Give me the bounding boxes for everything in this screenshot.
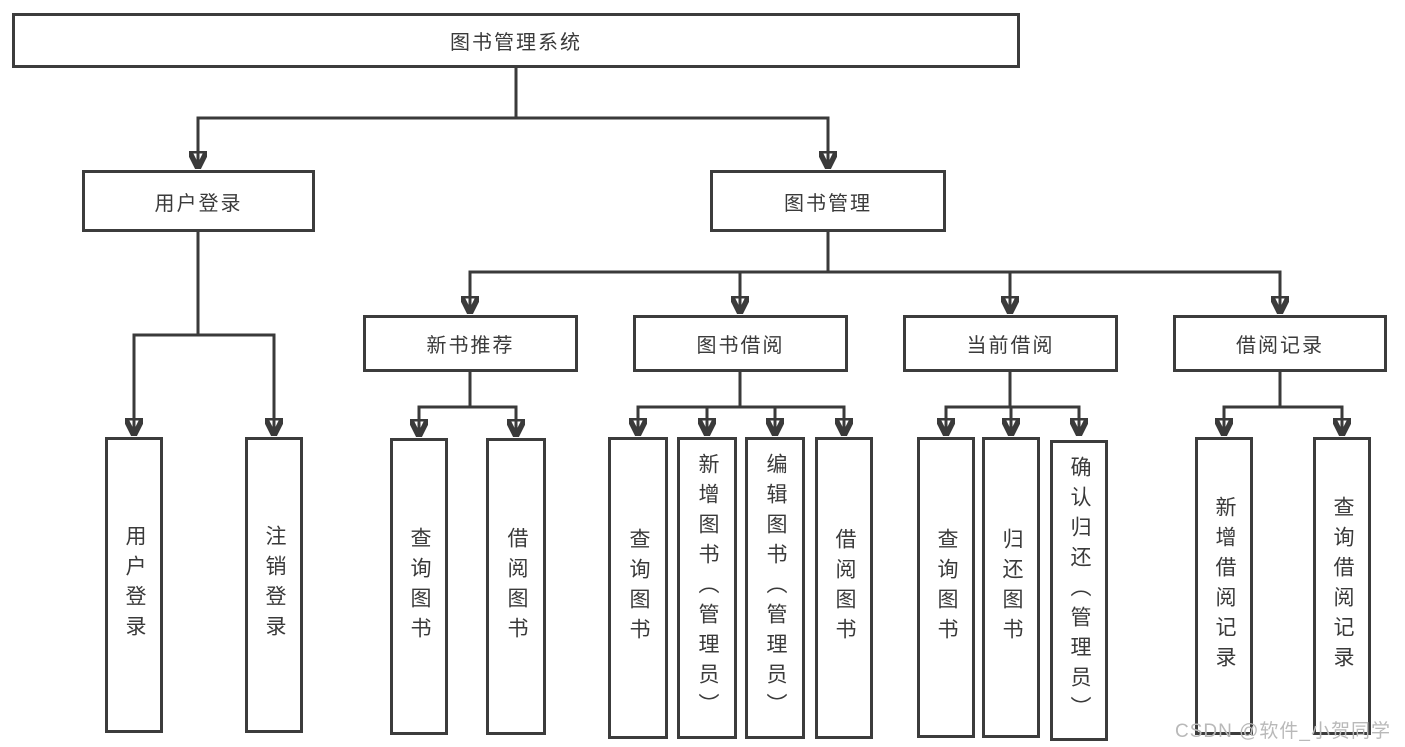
node-label: 查询图书 (935, 527, 959, 648)
connector-root-branch (196, 68, 830, 120)
leaf-logout: 注销登录 (245, 437, 303, 733)
watermark-text: CSDN @软件_小贺同学 (1175, 721, 1391, 742)
node-label: 用户登录 (123, 525, 147, 645)
node-label: 查询借阅记录 (1331, 496, 1355, 676)
node-current-borrow: 当前借阅 (903, 315, 1118, 372)
leaf-borrow-borrow: 借阅图书 (815, 437, 873, 739)
connector-management-branch (468, 232, 1282, 274)
node-borrow-records: 借阅记录 (1173, 315, 1387, 372)
leaf-current-confirm-admin: 确认归还（管理员） (1050, 440, 1108, 741)
node-label: 新书推荐 (426, 335, 515, 357)
node-label: 查询图书 (627, 528, 651, 648)
node-label: 图书管理 (784, 192, 872, 215)
node-label: 新增图书（管理员） (696, 453, 720, 723)
node-label: 借阅记录 (1236, 335, 1324, 357)
node-user-login: 用户登录 (82, 170, 315, 232)
connector-newbook-branch (417, 372, 518, 409)
node-label: 编辑图书（管理员） (764, 453, 788, 723)
leaf-current-query: 查询图书 (917, 437, 975, 738)
connector-records-branch (1222, 372, 1344, 409)
leaf-borrow-edit-admin: 编辑图书（管理员） (745, 437, 805, 739)
node-label: 注销登录 (263, 525, 287, 645)
leaf-records-query: 查询借阅记录 (1313, 437, 1371, 735)
node-label: 图书借阅 (696, 335, 785, 357)
node-label: 用户登录 (154, 192, 243, 215)
leaf-newbook-query: 查询图书 (390, 438, 448, 735)
leaf-current-return: 归还图书 (982, 437, 1040, 738)
node-root: 图书管理系统 (12, 13, 1020, 68)
node-book-management: 图书管理 (710, 170, 946, 232)
node-label: 归还图书 (1000, 527, 1024, 648)
node-label: 借阅图书 (833, 528, 857, 648)
node-label: 新增借阅记录 (1213, 496, 1237, 676)
leaf-records-add: 新增借阅记录 (1195, 437, 1253, 735)
node-new-book-recommend: 新书推荐 (363, 315, 578, 372)
leaf-newbook-borrow: 借阅图书 (486, 438, 546, 735)
node-label: 图书管理系统 (450, 32, 582, 54)
leaf-borrow-add-admin: 新增图书（管理员） (677, 437, 737, 739)
node-label: 借阅图书 (505, 526, 529, 647)
node-label: 查询图书 (408, 526, 432, 647)
node-label: 当前借阅 (966, 335, 1055, 357)
node-label: 确认归还（管理员） (1068, 455, 1092, 726)
node-book-borrow: 图书借阅 (633, 315, 848, 372)
connector-login-branch (132, 232, 276, 337)
leaf-user-login: 用户登录 (105, 437, 163, 733)
connector-bookborrow-branch (636, 372, 846, 409)
leaf-borrow-query: 查询图书 (608, 437, 668, 739)
connector-current-branch (944, 372, 1081, 409)
